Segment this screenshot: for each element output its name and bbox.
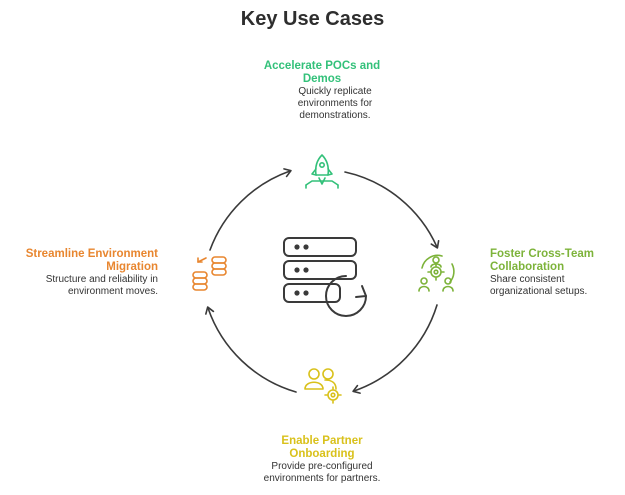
page-title: Key Use Cases [240, 8, 385, 30]
use-case-heading: Streamline Environment Migration [25, 248, 158, 273]
use-case-heading: Foster Cross-Team Collaboration [490, 248, 594, 273]
arrow-top-to-right [344, 171, 440, 249]
rocket-launch-icon [305, 154, 339, 189]
use-case-description: Structure and reliability in environment… [45, 274, 158, 297]
use-case-top: Accelerate POCs and Demos Quickly replic… [262, 60, 382, 122]
use-case-heading: Accelerate POCs and Demos [263, 60, 381, 85]
use-case-heading: Enable Partner Onboarding [281, 435, 363, 460]
use-case-left: Streamline Environment Migration Structu… [8, 248, 158, 298]
server-refresh-icon [283, 237, 367, 317]
team-gear-icon [418, 254, 455, 292]
use-case-description: Provide pre-configured environments for … [263, 461, 381, 484]
arrow-bottom-to-left [205, 306, 297, 393]
arrow-left-to-top [209, 168, 292, 251]
use-case-description: Quickly replicate environments for demon… [297, 86, 373, 121]
use-case-right: Foster Cross-Team Collaboration Share co… [490, 248, 615, 298]
arrow-right-to-bottom [352, 304, 438, 394]
use-case-bottom: Enable Partner Onboarding Provide pre-co… [255, 435, 389, 485]
database-transfer-icon [192, 256, 227, 291]
cycle-arrows [205, 168, 440, 394]
users-gear-icon [304, 368, 342, 404]
use-case-description: Share consistent organizational setups. [490, 274, 588, 297]
